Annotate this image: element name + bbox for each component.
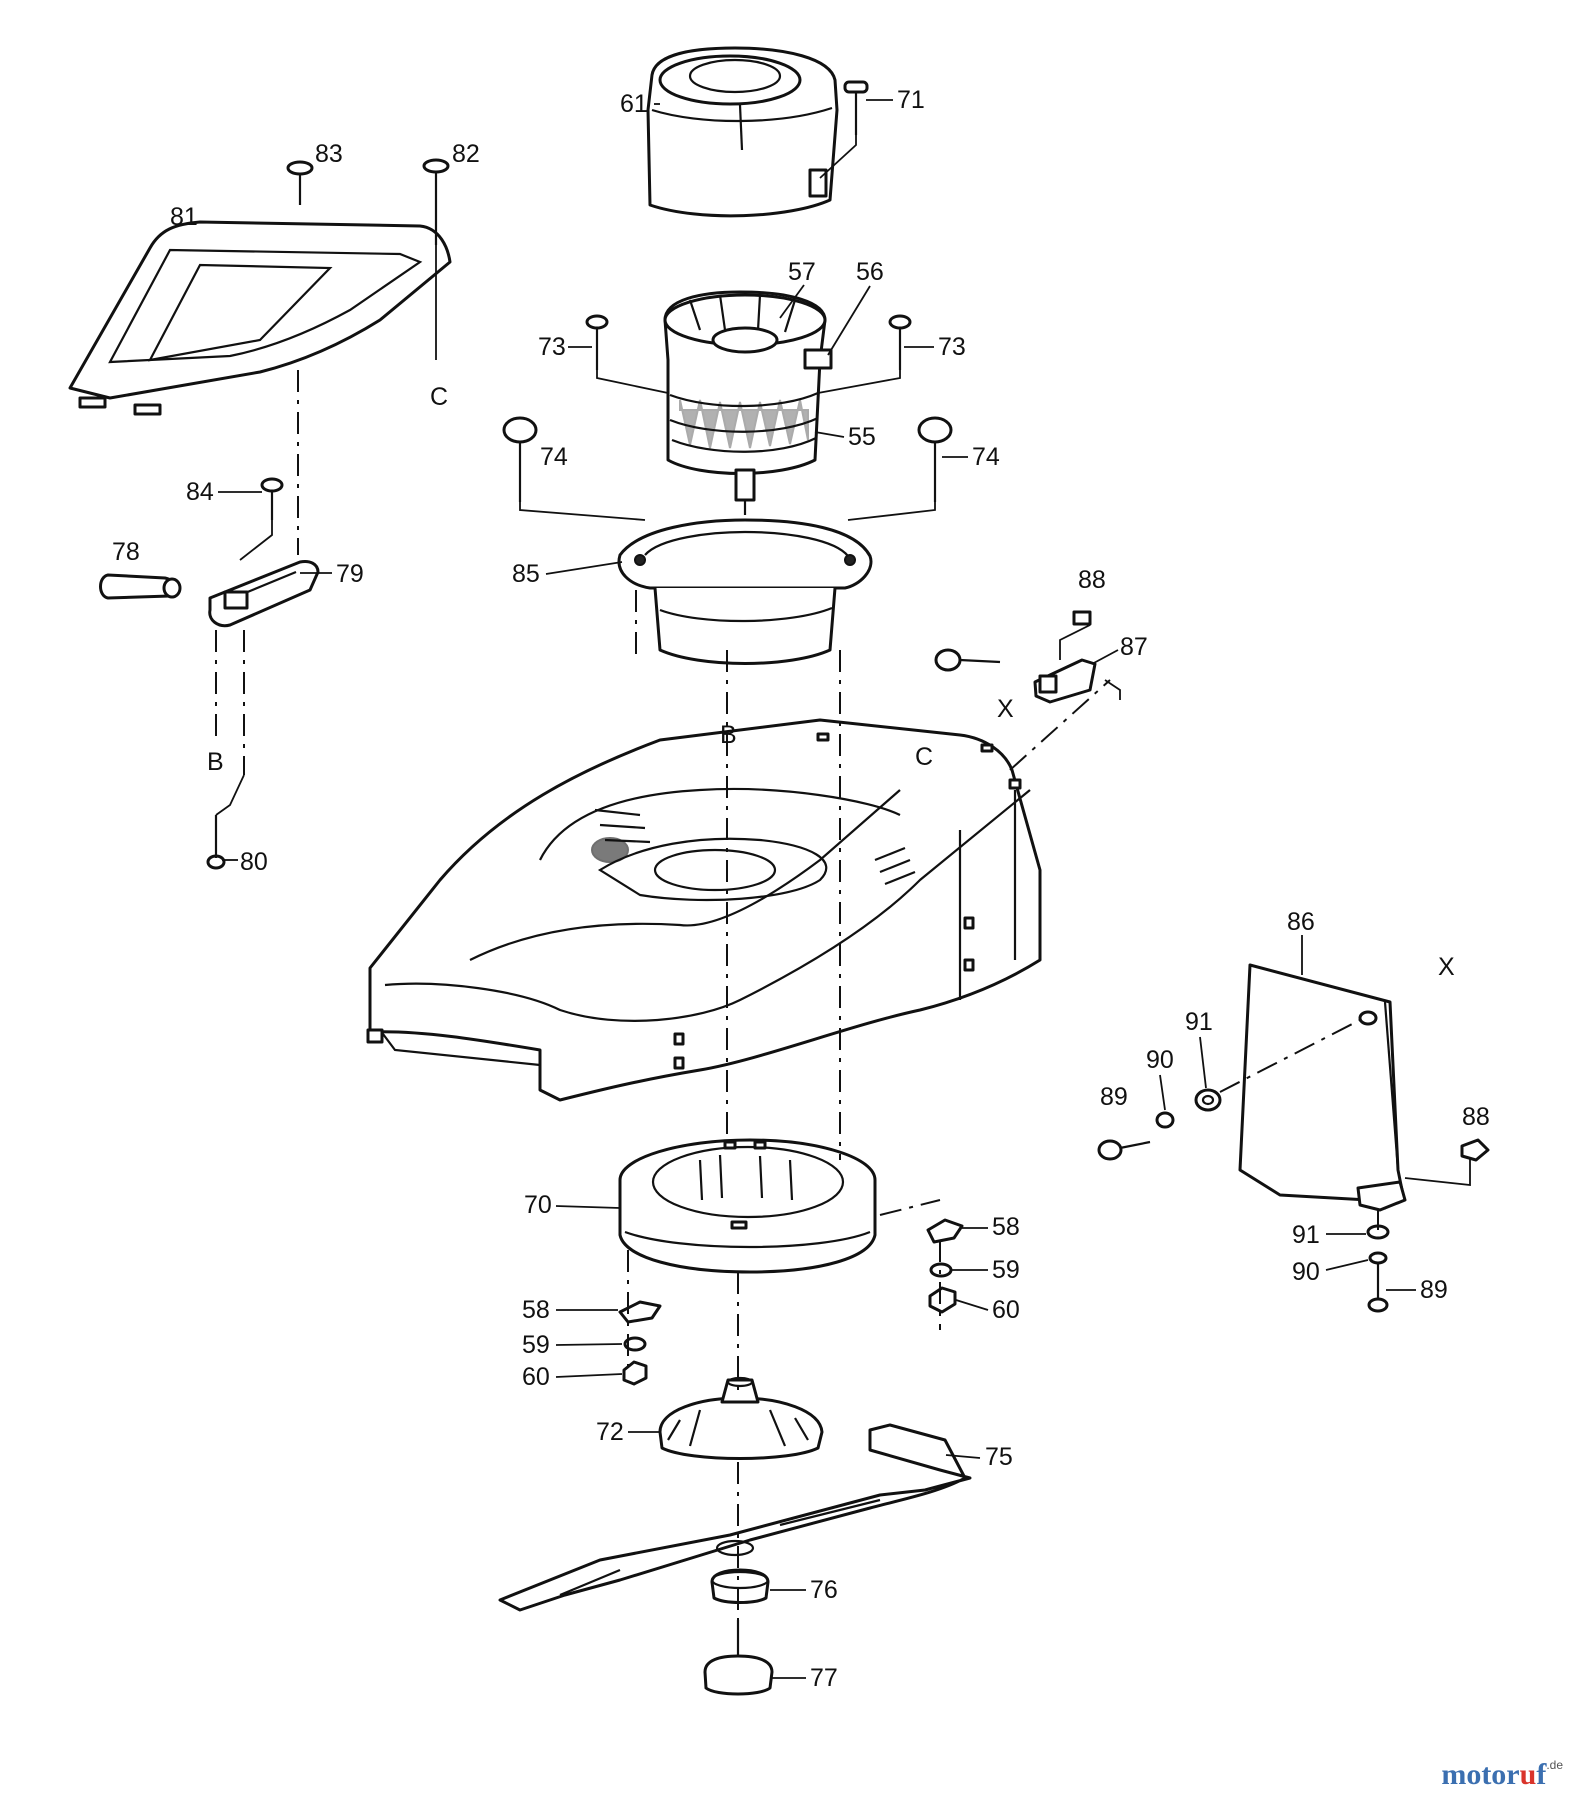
- callout-59-right: 59: [992, 1256, 1020, 1284]
- side-flap-part-86[interactable]: [1238, 963, 1407, 1212]
- mower-housing[interactable]: [366, 718, 1042, 1102]
- screw-part-73-left[interactable]: [585, 314, 609, 370]
- callout-61: 61: [620, 90, 648, 118]
- callout-91-left: 91: [1185, 1008, 1213, 1036]
- spring-washer-part-59-left[interactable]: [623, 1336, 647, 1352]
- washer-part-58-right[interactable]: [926, 1218, 964, 1244]
- washer-part-76[interactable]: [710, 1568, 770, 1604]
- blade-part-75[interactable]: [498, 1423, 972, 1612]
- callout-81: 81: [170, 203, 198, 231]
- spring-washer-part-90-left[interactable]: [1155, 1111, 1175, 1129]
- part-callouts: 61 71 83 82 81 57 56 73 73 55 74 74 84 7…: [112, 86, 1490, 1692]
- callout-79: 79: [336, 560, 364, 588]
- callout-85: 85: [512, 560, 540, 588]
- callout-71: 71: [897, 86, 925, 114]
- motor-part-55[interactable]: [663, 290, 827, 515]
- callout-90-left: 90: [1146, 1046, 1174, 1074]
- callout-57: 57: [788, 258, 816, 286]
- callout-90-right: 90: [1292, 1258, 1320, 1286]
- callout-70: 70: [524, 1191, 552, 1219]
- callout-58-right: 58: [992, 1213, 1020, 1241]
- callout-78: 78: [112, 538, 140, 566]
- screw-part-84[interactable]: [260, 477, 284, 520]
- clip-part-88-right[interactable]: [1460, 1138, 1490, 1162]
- callout-77: 77: [810, 1664, 838, 1692]
- washer-part-91-left[interactable]: [1194, 1088, 1222, 1112]
- callout-73-left: 73: [538, 333, 566, 361]
- reference-letters: C B B C X X: [207, 383, 1455, 981]
- nut-part-60-left[interactable]: [622, 1360, 648, 1386]
- bracket-part-79[interactable]: [208, 560, 320, 628]
- bolt-part-89-right[interactable]: [1367, 1262, 1389, 1313]
- callout-89-left: 89: [1100, 1083, 1128, 1111]
- bolt-part-74-left[interactable]: [502, 416, 538, 502]
- washer-part-58-left[interactable]: [618, 1300, 662, 1324]
- callout-88-right: 88: [1462, 1103, 1490, 1131]
- screw-part-82[interactable]: [422, 158, 450, 245]
- callout-87: 87: [1120, 633, 1148, 661]
- callout-82: 82: [452, 140, 480, 168]
- callout-58-left: 58: [522, 1296, 550, 1324]
- screw-part-83[interactable]: [286, 160, 314, 205]
- callout-83: 83: [315, 140, 343, 168]
- nut-part-88-top[interactable]: [1072, 610, 1092, 626]
- callout-73-right: 73: [938, 333, 966, 361]
- brush-holder-part-56[interactable]: [803, 348, 833, 370]
- callout-74-right: 74: [972, 443, 1000, 471]
- handle-cover-part-81[interactable]: [68, 220, 452, 416]
- watermark-suffix: .de: [1546, 1758, 1563, 1772]
- callout-72: 72: [596, 1418, 624, 1446]
- callout-55: 55: [848, 423, 876, 451]
- watermark-part-1: motor: [1441, 1758, 1520, 1791]
- watermark-part-3: f: [1536, 1758, 1547, 1791]
- callout-60-right: 60: [992, 1296, 1020, 1324]
- callout-80: 80: [240, 848, 268, 876]
- callout-76: 76: [810, 1576, 838, 1604]
- nut-part-60-right[interactable]: [928, 1286, 957, 1314]
- callout-59-left: 59: [522, 1331, 550, 1359]
- fan-top-part-57[interactable]: [688, 294, 797, 354]
- watermark-part-2: u: [1519, 1758, 1537, 1791]
- spring-washer-part-90-right[interactable]: [1368, 1251, 1388, 1265]
- ref-letter-c-top: C: [430, 383, 448, 411]
- callout-74-left: 74: [540, 443, 568, 471]
- motor-flange-part-85[interactable]: [617, 518, 873, 665]
- callout-91-right: 91: [1292, 1221, 1320, 1249]
- ref-letter-x-clip: X: [997, 695, 1014, 723]
- bolt-part-78[interactable]: [99, 573, 182, 600]
- callout-60-left: 60: [522, 1363, 550, 1391]
- ref-letter-b-deck: B: [720, 721, 737, 749]
- motor-cover-part-61[interactable]: [646, 46, 839, 218]
- assembly-lines: [215, 370, 1379, 1620]
- clip-part-87[interactable]: [1033, 658, 1097, 704]
- screw-part-73-right[interactable]: [888, 314, 912, 370]
- bolt-part-80[interactable]: [206, 815, 226, 870]
- callout-84: 84: [186, 478, 214, 506]
- bolt-part-74-right[interactable]: [917, 416, 953, 502]
- connector-lines: [215, 135, 1471, 1187]
- bolt-part-77[interactable]: [703, 1620, 774, 1696]
- ref-letter-x-flap: X: [1438, 953, 1455, 981]
- callout-56: 56: [856, 258, 884, 286]
- callout-75: 75: [985, 1443, 1013, 1471]
- ref-letter-b-left: B: [207, 748, 224, 776]
- fan-part-72[interactable]: [658, 1376, 824, 1460]
- callout-88-top: 88: [1078, 566, 1106, 594]
- bolt-part-89-left[interactable]: [1097, 1139, 1151, 1161]
- callout-86: 86: [1287, 908, 1315, 936]
- callout-89-right: 89: [1420, 1276, 1448, 1304]
- screw-part-71[interactable]: [843, 80, 869, 135]
- ref-letter-c-deck: C: [915, 743, 933, 771]
- watermark-logo: motoruf.de: [1441, 1758, 1563, 1792]
- cutting-ring-part-70[interactable]: [618, 1138, 877, 1274]
- screw-part-87-bolt[interactable]: [934, 648, 1001, 672]
